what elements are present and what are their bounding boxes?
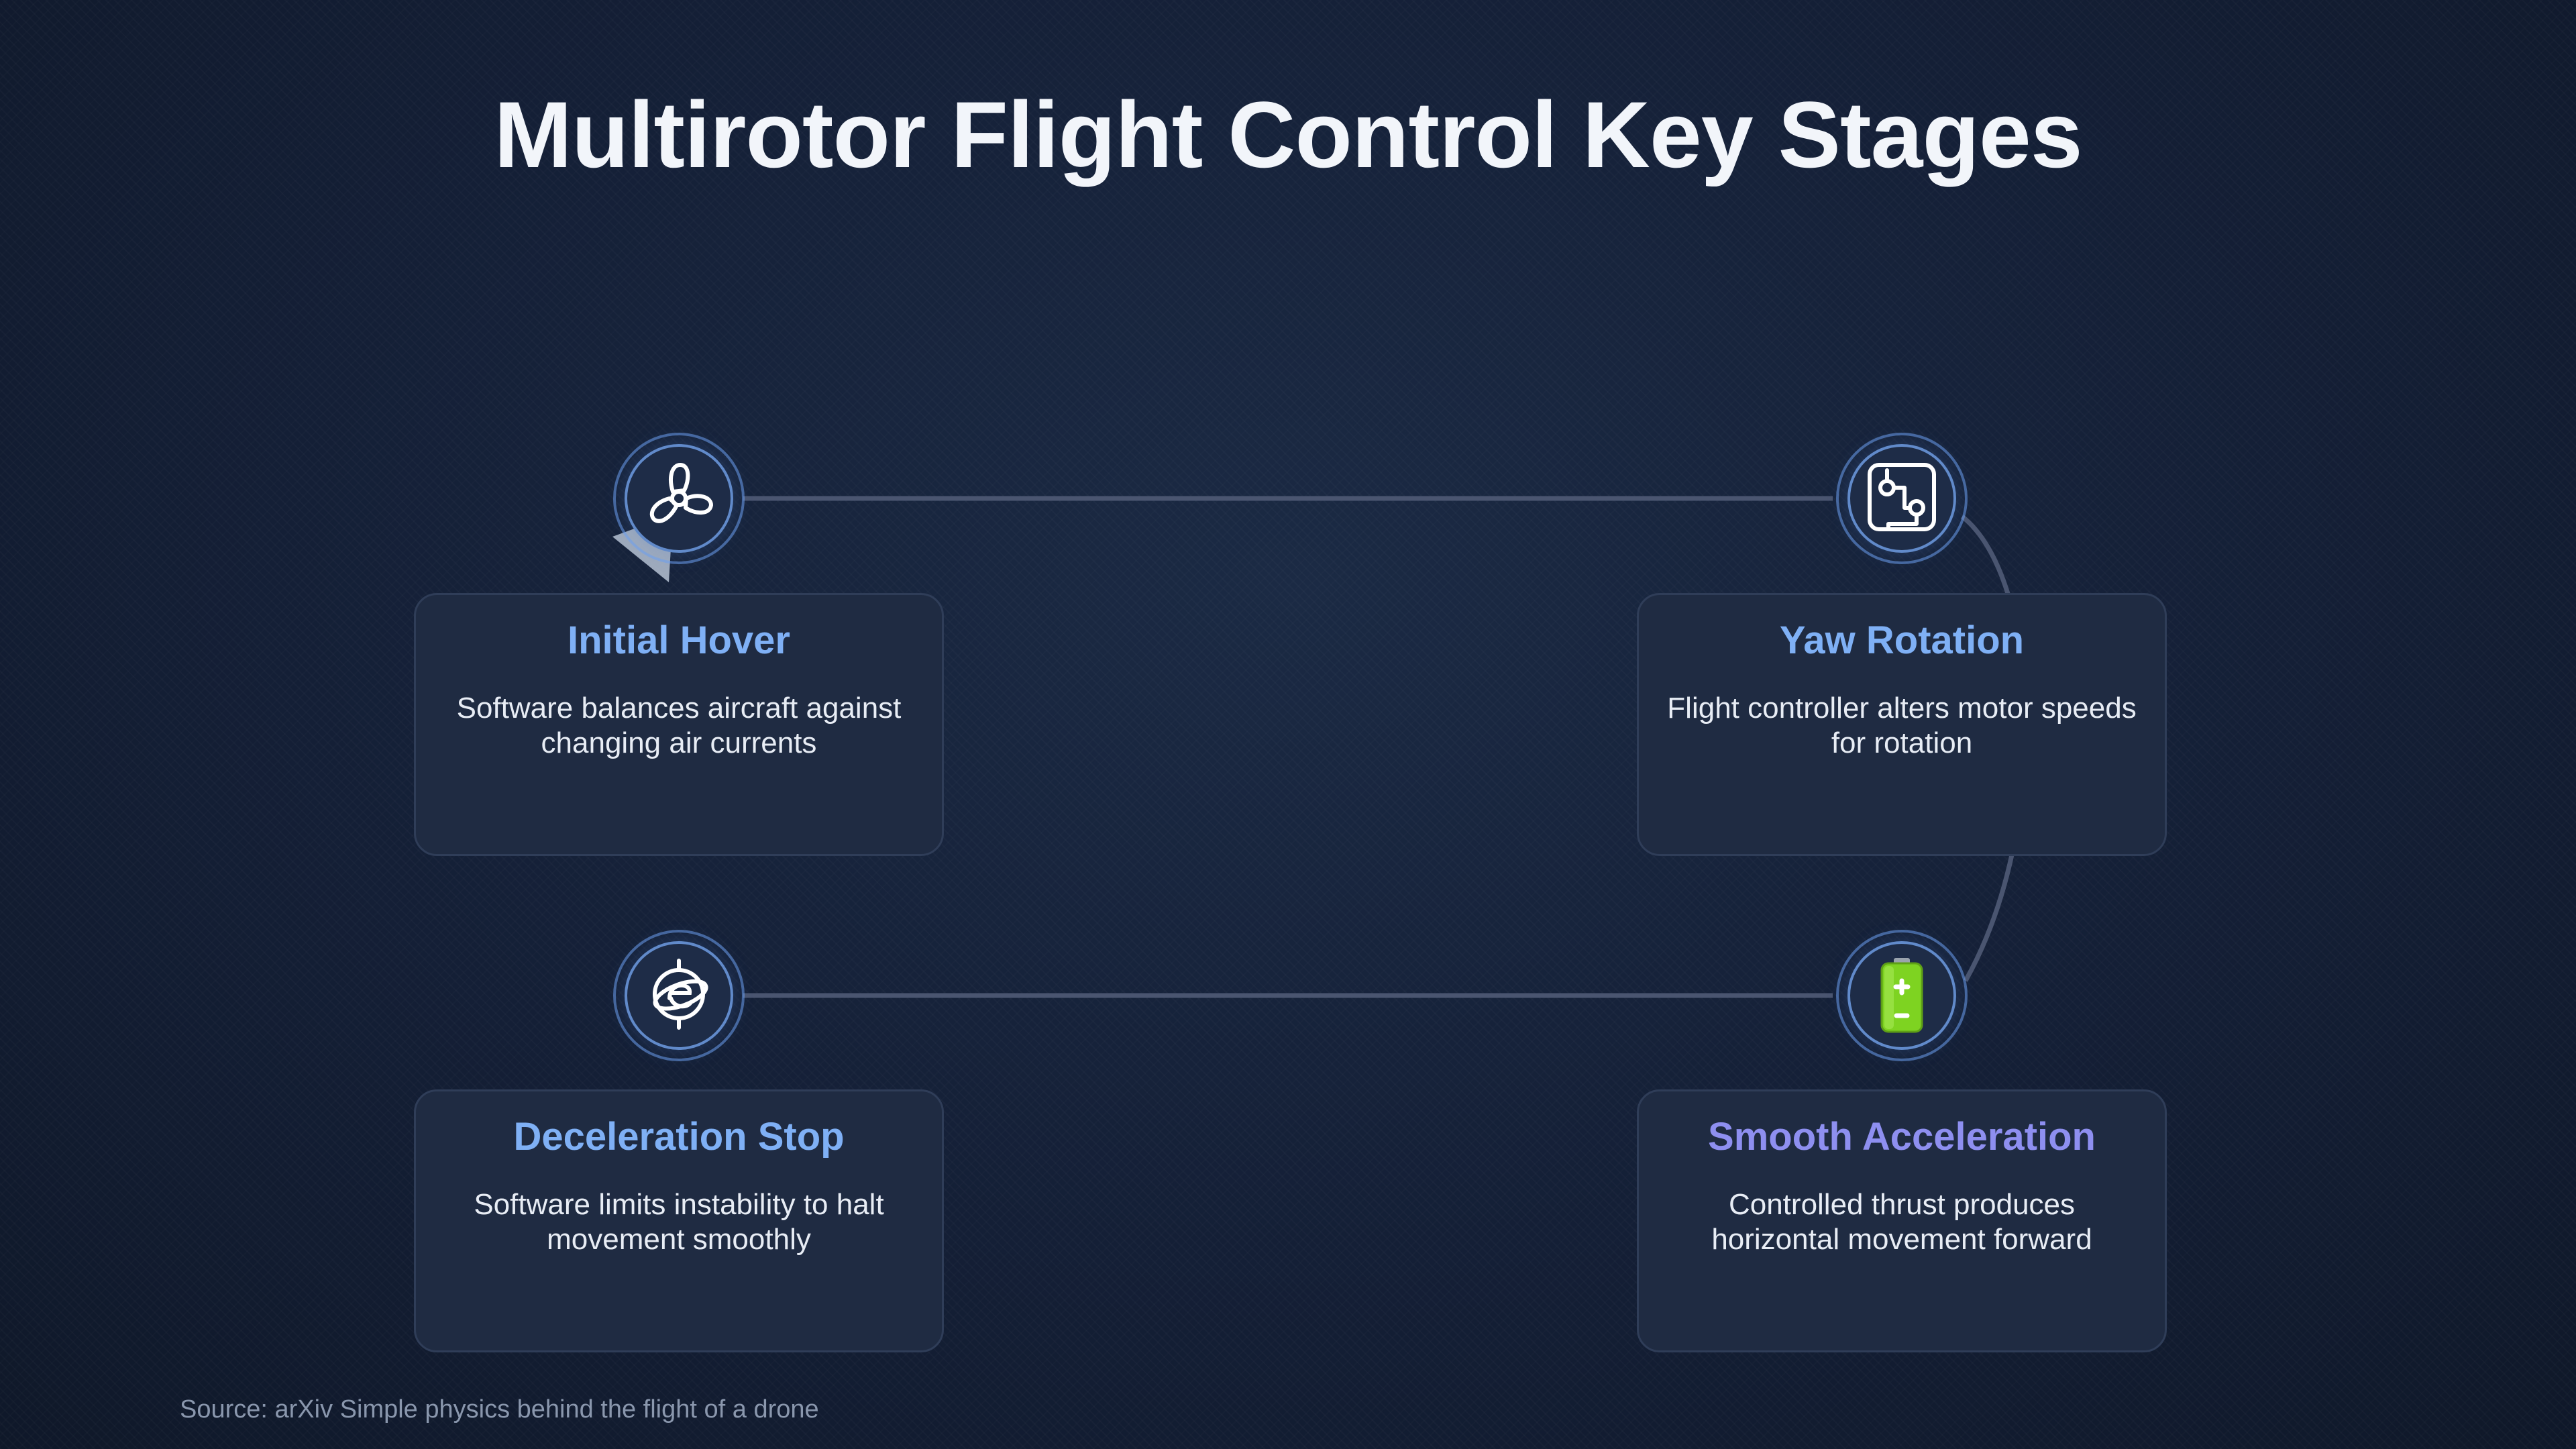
gyroscope-icon xyxy=(639,954,719,1038)
battery-icon xyxy=(1862,954,1942,1038)
stage-title: Initial Hover xyxy=(568,619,790,662)
stage-card-deceleration-stop: Deceleration Stop Software limits instab… xyxy=(414,1089,944,1352)
stage-description: Controlled thrust produces horizontal mo… xyxy=(1711,1188,2092,1256)
stage-node-initial-hover xyxy=(613,433,745,564)
stage-description: Software balances aircraft against chang… xyxy=(456,692,902,759)
stage-card-yaw-rotation: Yaw Rotation Flight controller alters mo… xyxy=(1637,593,2167,856)
stage-card-smooth-acceleration: Smooth Acceleration Controlled thrust pr… xyxy=(1637,1089,2167,1352)
source-citation: Source: arXiv Simple physics behind the … xyxy=(180,1395,819,1424)
stage-node-deceleration-stop xyxy=(613,930,745,1061)
stage-description: Flight controller alters motor speeds fo… xyxy=(1667,692,2137,759)
page-title: Multirotor Flight Control Key Stages xyxy=(494,82,2082,187)
stage-title: Yaw Rotation xyxy=(1779,619,2025,662)
stage-description: Software limits instability to halt move… xyxy=(474,1188,884,1256)
circuit-board-icon xyxy=(1862,457,1942,541)
stage-card-initial-hover: Initial Hover Software balances aircraft… xyxy=(414,593,944,856)
propeller-icon xyxy=(639,457,719,541)
stage-node-smooth-acceleration xyxy=(1836,930,1968,1061)
stage-node-yaw-rotation xyxy=(1836,433,1968,564)
stage-title: Smooth Acceleration xyxy=(1708,1115,2096,1159)
stage-title: Deceleration Stop xyxy=(513,1115,845,1159)
